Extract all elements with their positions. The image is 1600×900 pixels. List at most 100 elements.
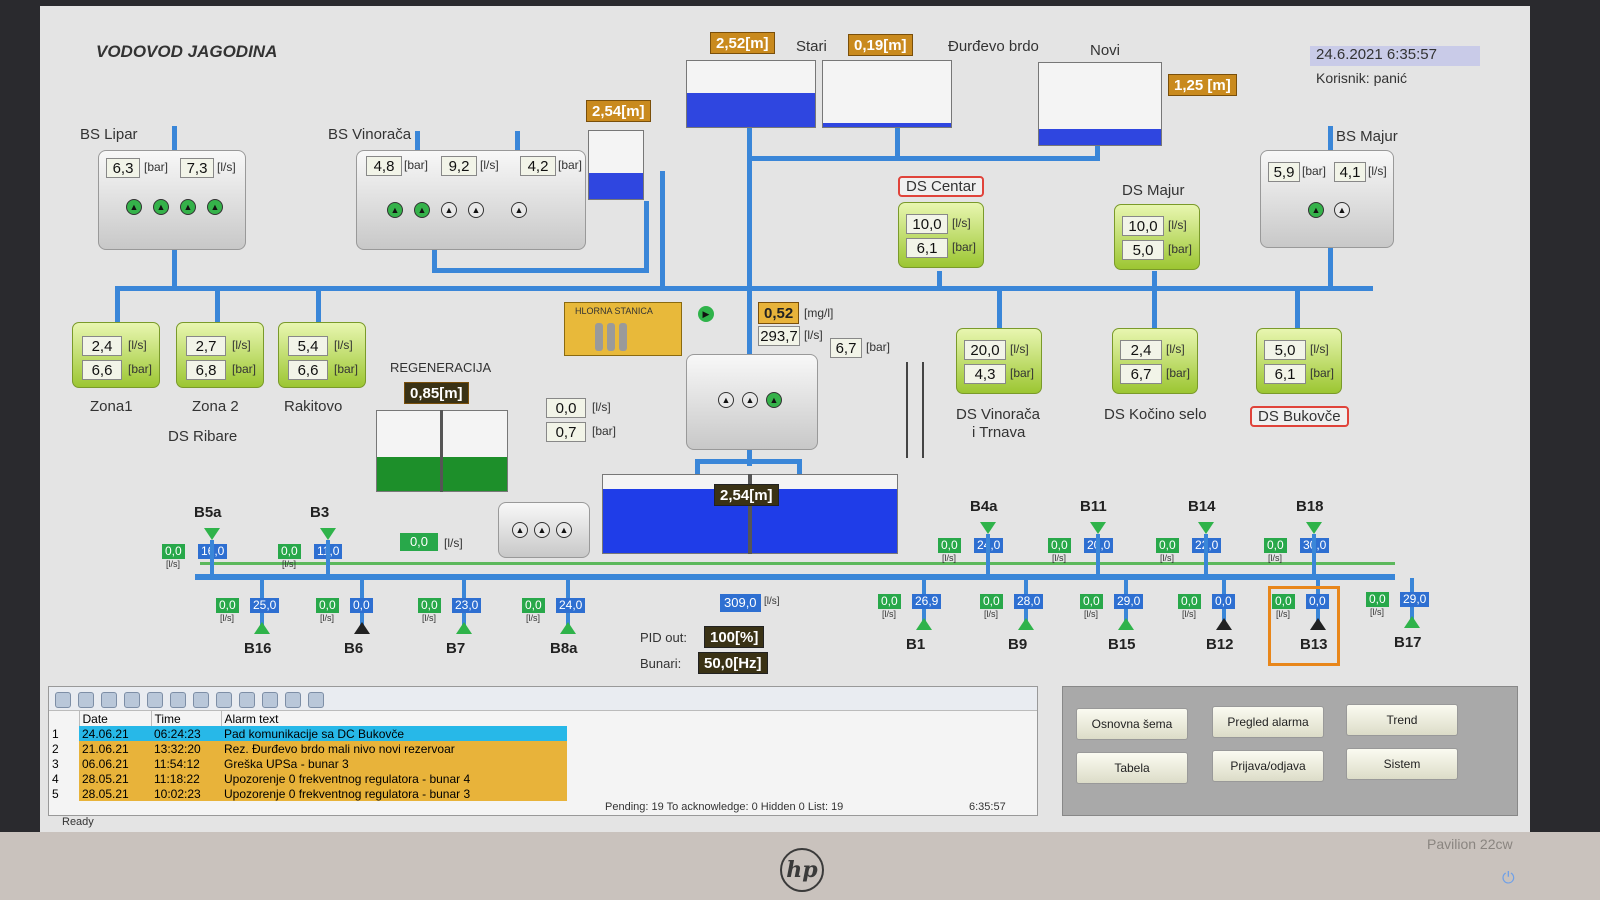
- well-b14-label[interactable]: B14: [1188, 498, 1216, 515]
- well-pump-icon[interactable]: [980, 522, 996, 534]
- alarm-text: Greška UPSa - bunar 3: [224, 756, 349, 771]
- sistem-button[interactable]: Sistem: [1346, 748, 1458, 780]
- well-pump-icon[interactable]: [320, 528, 336, 540]
- pump-icon[interactable]: ▲: [414, 202, 430, 218]
- power-icon[interactable]: ⏻: [1502, 870, 1515, 887]
- col-time[interactable]: Time: [150, 711, 221, 726]
- ds-vinoraca-panel[interactable]: [956, 328, 1042, 394]
- well-pump-icon[interactable]: [456, 622, 472, 634]
- pump-icon[interactable]: ▲: [534, 522, 550, 538]
- well-pump-icon[interactable]: [916, 618, 932, 630]
- pump-icon[interactable]: ▲: [766, 392, 782, 408]
- rakitovo-label: Rakitovo: [284, 398, 343, 415]
- settings-icon[interactable]: [308, 691, 324, 708]
- alarm-row[interactable]: 3 06.06.21 11:54:12 Greška UPSa - bunar …: [49, 756, 567, 771]
- import-icon[interactable]: [262, 691, 278, 708]
- well-pump-icon[interactable]: [560, 622, 576, 634]
- alarm-row[interactable]: 4 28.05.21 11:18:22 Upozorenje 0 frekven…: [49, 771, 567, 786]
- well-b15-label[interactable]: B15: [1108, 636, 1136, 653]
- col-date[interactable]: Date: [78, 711, 151, 726]
- well-pump-icon[interactable]: [254, 622, 270, 634]
- pump-icon[interactable]: ▲: [1334, 202, 1350, 218]
- pump-icon[interactable]: ▲: [742, 392, 758, 408]
- play-icon[interactable]: ▶: [698, 306, 714, 322]
- acknowledge-all-icon[interactable]: [147, 691, 163, 708]
- ds-centar-label[interactable]: DS Centar: [898, 176, 985, 197]
- well-b12-label[interactable]: B12: [1206, 636, 1234, 653]
- trend-button[interactable]: Trend: [1346, 704, 1458, 736]
- pregled-alarma-button[interactable]: Pregled alarma: [1212, 706, 1324, 738]
- ds-centar-panel[interactable]: [898, 202, 984, 268]
- well-b5a-label[interactable]: B5a: [194, 504, 222, 521]
- well-pump-icon[interactable]: [1090, 522, 1106, 534]
- pump-icon[interactable]: ▲: [512, 522, 528, 538]
- pump-icon[interactable]: ▲: [556, 522, 572, 538]
- ds-bukovce-panel[interactable]: [1256, 328, 1342, 394]
- pump-icon[interactable]: ▲: [387, 202, 403, 218]
- pump-icon[interactable]: ▲: [511, 202, 527, 218]
- well-b1-label[interactable]: B1: [906, 636, 926, 653]
- well-pump-icon[interactable]: [354, 622, 370, 634]
- unit-ls: [l/s]: [444, 536, 463, 550]
- pump-icon[interactable]: ▲: [718, 392, 734, 408]
- well-flow-blue: 24,0: [556, 598, 586, 613]
- alarm-text: Pad komunikacije sa DC Bukovče: [224, 726, 405, 741]
- well-b13-label[interactable]: B13: [1300, 636, 1328, 653]
- refresh-icon[interactable]: [78, 691, 94, 708]
- ds-kocino-panel[interactable]: [1112, 328, 1198, 394]
- acknowledge-icon[interactable]: [124, 691, 140, 708]
- pump-icon[interactable]: ▲: [1308, 202, 1324, 218]
- well-b11-label[interactable]: B11: [1080, 498, 1107, 515]
- ds-majur-pressure: 5,0: [1122, 240, 1164, 260]
- pump-icon[interactable]: ▲: [207, 199, 223, 215]
- ds-bukovce-pressure: 6,1: [1264, 364, 1306, 384]
- ds-bukovce-label[interactable]: DS Bukovče: [1250, 406, 1349, 427]
- well-b17-label[interactable]: B17: [1394, 634, 1422, 651]
- save-icon[interactable]: [170, 691, 186, 708]
- well-pump-icon[interactable]: [204, 528, 220, 540]
- stari-pipe: [895, 126, 900, 161]
- well-b3-label[interactable]: B3: [310, 504, 330, 521]
- chlorine-station[interactable]: HLORNA STANICA: [564, 302, 682, 356]
- ds-vinoraca-pipe: [997, 286, 1002, 331]
- print-icon[interactable]: [193, 691, 209, 708]
- unit-ls: [l/s]: [282, 559, 297, 569]
- alarm-index: 3: [49, 756, 79, 771]
- filter-icon[interactable]: [101, 691, 117, 708]
- pump-icon[interactable]: ▲: [180, 199, 196, 215]
- alarm-row[interactable]: 2 21.06.21 13:32:20 Rez. Đurđevo brdo ma…: [49, 741, 567, 756]
- upload-icon[interactable]: [285, 691, 301, 708]
- tabela-button[interactable]: Tabela: [1076, 752, 1188, 784]
- well-b18-label[interactable]: B18: [1296, 498, 1324, 515]
- well-pump-icon[interactable]: [1310, 618, 1326, 630]
- export-icon[interactable]: [239, 691, 255, 708]
- help-icon[interactable]: [55, 691, 71, 708]
- alarm-row[interactable]: 5 28.05.21 10:02:23 Upozorenje 0 frekven…: [49, 786, 567, 801]
- prijava-odjava-button[interactable]: Prijava/odjava: [1212, 750, 1324, 782]
- pump-icon[interactable]: ▲: [153, 199, 169, 215]
- total-flow: 309,0: [720, 594, 761, 612]
- pump-icon[interactable]: ▲: [441, 202, 457, 218]
- well-b4a-label[interactable]: B4a: [970, 498, 998, 515]
- well-pump-icon[interactable]: [1018, 618, 1034, 630]
- pump-icon[interactable]: ▲: [468, 202, 484, 218]
- well-b6-label[interactable]: B6: [344, 640, 364, 657]
- well-b8a-label[interactable]: B8a: [550, 640, 578, 657]
- well-b9-label[interactable]: B9: [1008, 636, 1028, 653]
- well-b7-label[interactable]: B7: [446, 640, 466, 657]
- well-pump-icon[interactable]: [1306, 522, 1322, 534]
- pump-icon[interactable]: ▲: [126, 199, 142, 215]
- well-flow-green: 0,0: [1272, 594, 1295, 609]
- tank-divider: [748, 474, 752, 554]
- ds-majur-panel[interactable]: [1114, 204, 1200, 270]
- well-b16-label[interactable]: B16: [244, 640, 272, 657]
- well-pump-icon[interactable]: [1404, 616, 1420, 628]
- zona2-flow: 2,7: [186, 336, 226, 356]
- well-pump-icon[interactable]: [1198, 522, 1214, 534]
- osnovna-sema-button[interactable]: Osnovna šema: [1076, 708, 1188, 740]
- alarm-row[interactable]: 1 24.06.21 06:24:23 Pad komunikacije sa …: [49, 726, 567, 741]
- well-pump-icon[interactable]: [1216, 618, 1232, 630]
- well-pump-icon[interactable]: [1118, 618, 1134, 630]
- col-text[interactable]: Alarm text: [220, 711, 567, 726]
- sort-icon[interactable]: [216, 691, 232, 708]
